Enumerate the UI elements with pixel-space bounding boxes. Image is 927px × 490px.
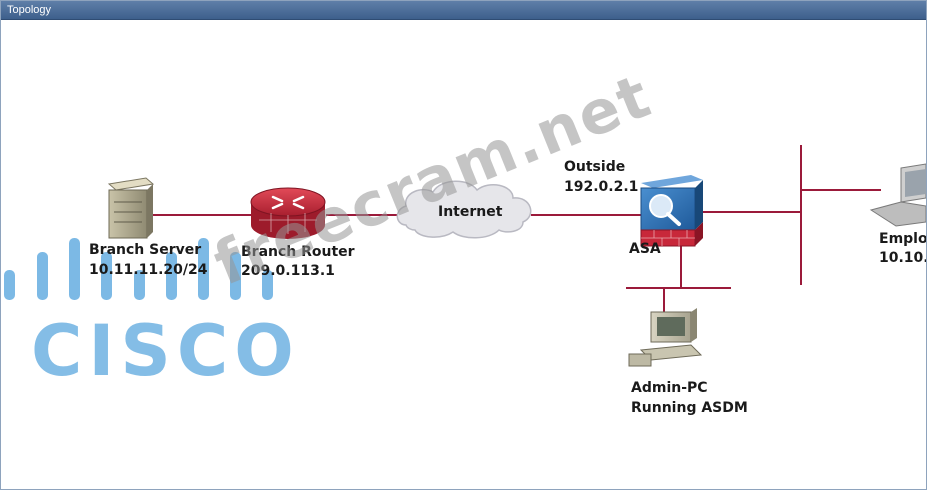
window-title: Topology	[7, 4, 52, 16]
admin-pc-icon	[628, 308, 703, 367]
branch-router-name: Branch Router	[241, 244, 355, 260]
cisco-logo-wordmark: CISCO	[31, 310, 300, 392]
topology-diagram	[4, 145, 926, 367]
employee-laptop-icon	[869, 163, 926, 227]
branch-server-icon	[107, 177, 155, 239]
asa-firewall-icon	[640, 175, 703, 247]
employee-name: Emplo	[879, 231, 927, 247]
branch-router-icon	[250, 187, 326, 239]
branch-router-ip: 209.0.113.1	[241, 263, 335, 279]
admin-pc-name: Admin-PC	[631, 380, 708, 396]
asa-outside-label: Outside	[564, 159, 626, 175]
internet-label: Internet	[438, 204, 503, 220]
title-bar: Topology	[1, 1, 926, 20]
internet-cloud-icon	[396, 180, 532, 239]
topology-canvas: Branch Server 10.11.11.20/24 Branch Rout…	[1, 20, 926, 489]
asa-outside-ip: 192.0.2.1	[564, 179, 639, 195]
cisco-logo-bars	[4, 238, 273, 300]
branch-server-name: Branch Server	[89, 242, 202, 258]
employee-ip: 10.10.	[879, 250, 927, 266]
branch-server-ip: 10.11.11.20/24	[89, 262, 208, 278]
admin-pc-subtitle: Running ASDM	[631, 400, 748, 416]
network-links	[153, 145, 881, 315]
asa-name: ASA	[629, 241, 661, 257]
